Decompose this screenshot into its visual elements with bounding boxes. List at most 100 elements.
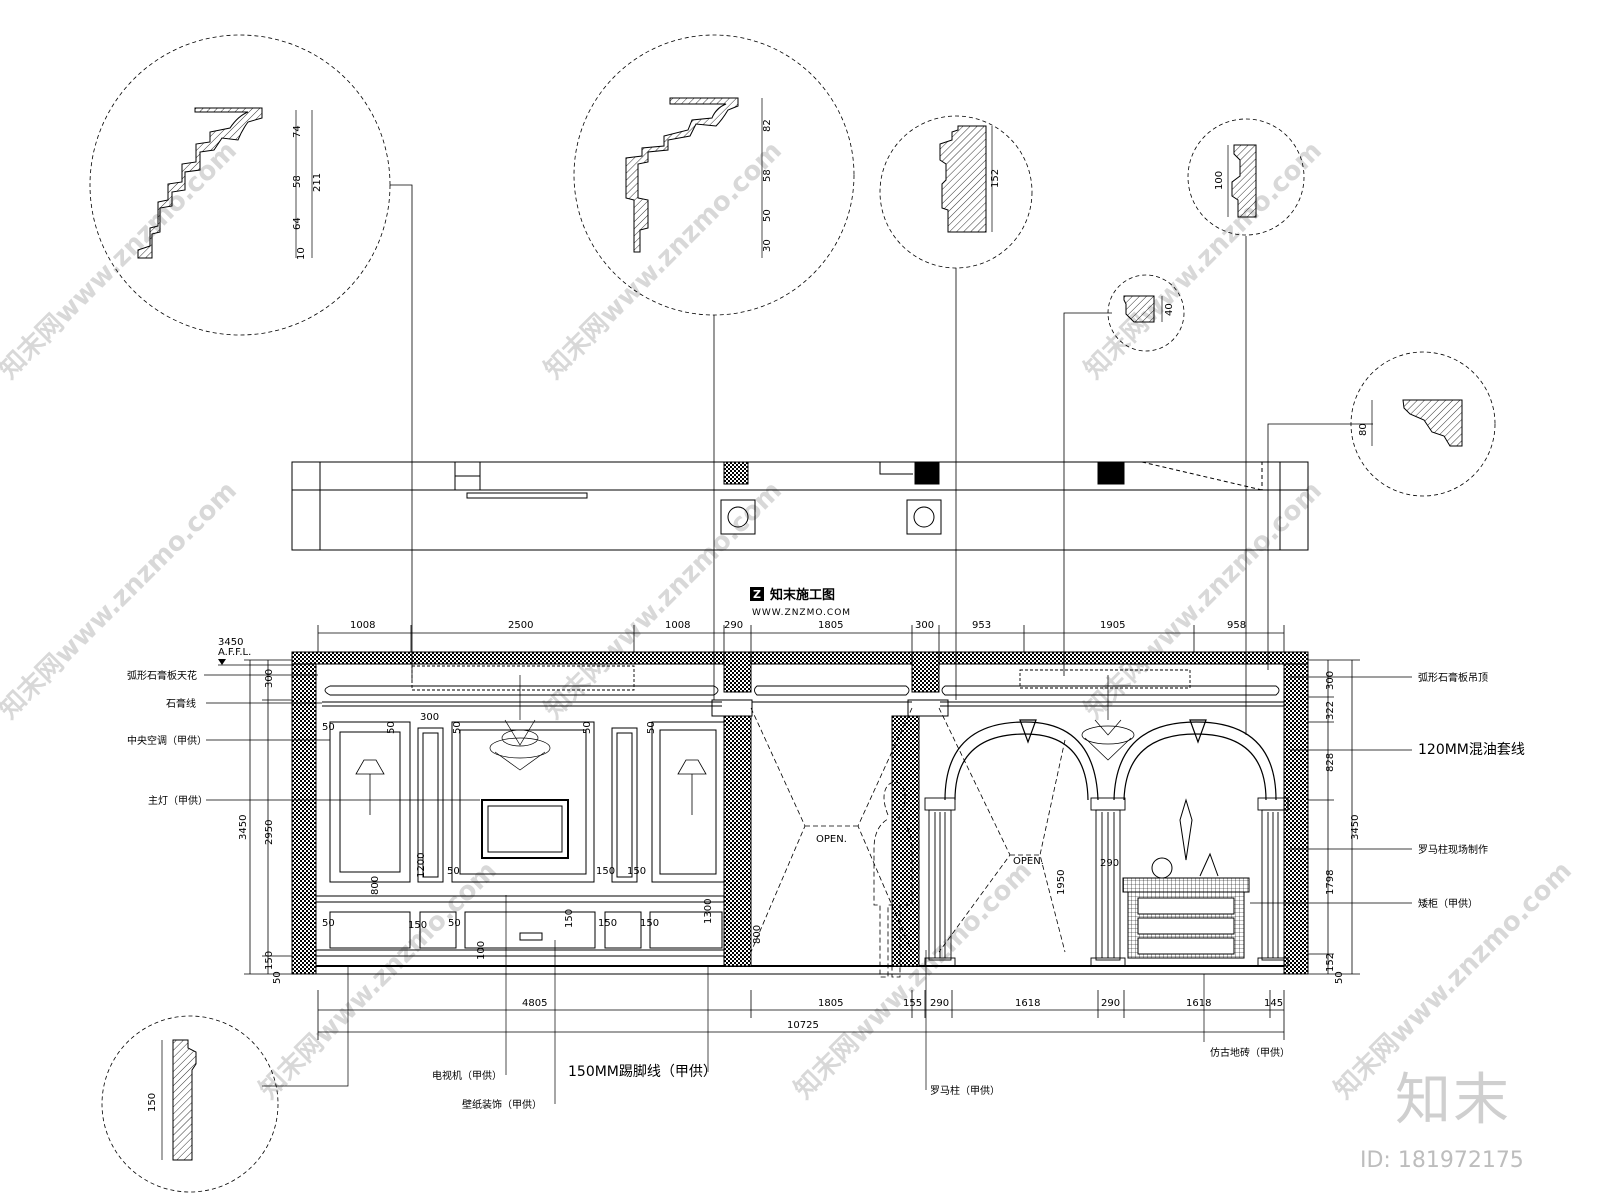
dim-label: 155 — [903, 998, 922, 1009]
wall-sconce — [355, 759, 707, 815]
dim-label: 50 — [386, 721, 397, 734]
brand-url: WWW.ZNZMO.COM — [752, 608, 851, 618]
detail-callouts — [89, 34, 1496, 1193]
ceiling-plan — [291, 461, 1309, 551]
dim-label: 211 — [312, 173, 323, 192]
annotation: 罗马柱现场制作 — [1418, 843, 1488, 856]
dim-label: 1805 — [818, 998, 843, 1009]
annotation: 仿古地砖（甲供） — [1210, 1046, 1290, 1059]
dim-label: 2950 — [264, 820, 275, 845]
image-id: ID: 181972175 — [1360, 1148, 1524, 1173]
watermark-group: 知末网www.znzmo.com 知末网www.znzmo.com 知末网www… — [0, 136, 1578, 1105]
open-label: OPEN. — [816, 834, 847, 845]
dim-label: 1008 — [350, 620, 375, 631]
chandelier-right — [1081, 675, 1135, 761]
dim-label: 50 — [322, 918, 335, 929]
bottom-dimension-labels: 4805 1805 155 290 1618 290 1618 145 1072… — [522, 998, 1283, 1031]
dim-label: 150 — [147, 1093, 158, 1112]
dim-label: 50 — [646, 721, 657, 734]
annotation: 150MM踢脚线（甲供） — [568, 1064, 717, 1080]
dim-label: 150 — [564, 909, 575, 928]
dim-label: 100 — [476, 941, 487, 960]
brand-logo: 知末 — [1395, 1068, 1511, 1133]
roman-columns — [924, 797, 1289, 967]
annotation: 壁纸装饰（甲供） — [462, 1098, 542, 1111]
dim-label: 80 — [1358, 423, 1369, 436]
callout-leaders — [390, 184, 1373, 735]
svg-text:Z: Z — [753, 588, 761, 601]
level-label: A.F.F.L. — [218, 647, 251, 658]
watermark: 知末网www.znzmo.com — [0, 476, 243, 725]
watermark: 知末网www.znzmo.com — [1079, 136, 1328, 385]
dim-label: 1618 — [1186, 998, 1211, 1009]
left-height-dims — [244, 659, 292, 975]
arches — [944, 719, 1277, 801]
elevation-frame — [291, 651, 1309, 975]
watermark: 知末网www.znzmo.com — [539, 136, 788, 385]
dim-label: 50 — [1334, 971, 1345, 984]
dim-label: 152 — [990, 169, 1001, 188]
annotation: 电视机（甲供） — [432, 1069, 502, 1082]
dim-label: 150 — [264, 951, 275, 970]
dim-label: 1008 — [665, 620, 690, 631]
dim-label: 100 — [1214, 171, 1225, 190]
dim-label: 300 — [1325, 671, 1336, 690]
annotation: 罗马柱（甲供） — [930, 1084, 1000, 1097]
dim-label: 300 — [264, 669, 275, 688]
left-height-labels: 300 2950 3450 150 50 — [238, 669, 283, 984]
dim-label: 64 — [292, 217, 303, 230]
dim-label: 50 — [452, 721, 463, 734]
panel-dims: 50 300 50 50 50 1200 50 150 150 50 150 5… — [322, 712, 1119, 960]
detail-dims: 74 211 58 64 10 82 58 50 30 152 100 40 8… — [147, 98, 1373, 1160]
level-marker: 3450 A.F.F.L. — [218, 637, 292, 666]
dim-label: 290 — [1100, 858, 1119, 869]
chandelier-left — [489, 675, 551, 771]
open-label: OPEN. — [1013, 856, 1044, 867]
dim-label: 2500 — [508, 620, 533, 631]
dim-label: 1200 — [416, 853, 427, 878]
dim-label: 152 — [1325, 953, 1336, 972]
dim-label: 50 — [582, 721, 593, 734]
dim-label: 1798 — [1325, 870, 1336, 895]
dim-label: 1950 — [1056, 870, 1067, 895]
dim-label: 40 — [1164, 303, 1175, 316]
dim-label: 290 — [930, 998, 949, 1009]
dim-label: 1300 — [703, 899, 714, 924]
dim-label: 300 — [420, 712, 439, 723]
annotation: 矮柜（甲供） — [1418, 897, 1478, 910]
bottom-annotations: 电视机（甲供） 150MM踢脚线（甲供） 壁纸装饰（甲供） 罗马柱（甲供） — [432, 1064, 1000, 1111]
left-wall-panels — [316, 699, 949, 967]
dim-label: 3450 — [1350, 815, 1361, 840]
bottom-dimension-chain — [317, 990, 1285, 1040]
brand-name: 知末施工图 — [770, 587, 835, 603]
dim-label: 322 — [1325, 701, 1336, 720]
dim-label: 4805 — [522, 998, 547, 1009]
molding-profiles — [137, 97, 1463, 1161]
watermark: 知末网www.znzmo.com — [0, 136, 243, 385]
dim-label: 953 — [972, 620, 991, 631]
annotation: 中央空调（甲供） — [127, 734, 207, 747]
dim-label: 150 — [408, 920, 427, 931]
dim-label: 290 — [724, 620, 743, 631]
dim-label: 1618 — [1015, 998, 1040, 1009]
dim-label: 290 — [1101, 998, 1120, 1009]
annotation: 弧形石膏板天花 — [127, 669, 197, 682]
level-value: 3450 — [218, 637, 243, 648]
dim-label: 82 — [762, 119, 773, 132]
dim-label: 150 — [627, 866, 646, 877]
right-annotations: 弧形石膏板吊顶 120MM混油套线 罗马柱现场制作 矮柜（甲供） 仿古地砖（甲供… — [1210, 671, 1525, 1059]
annotation: 石膏线 — [166, 697, 196, 710]
left-annotations: 弧形石膏板天花 石膏线 中央空调（甲供） 主灯（甲供） — [127, 669, 208, 807]
cabinet — [1122, 798, 1250, 959]
dim-label: 74 — [292, 125, 303, 138]
dim-label: 30 — [762, 239, 773, 252]
dim-label: 50 — [322, 722, 335, 733]
dim-label: 800 — [752, 925, 763, 944]
dim-label: 300 — [915, 620, 934, 631]
dim-label: 50 — [447, 866, 460, 877]
dim-label: 800 — [370, 876, 381, 895]
top-dimension-chain — [317, 625, 1285, 655]
right-height-labels: 300 322 828 3450 1798 152 50 — [1325, 671, 1361, 984]
dim-label: 828 — [1325, 753, 1336, 772]
